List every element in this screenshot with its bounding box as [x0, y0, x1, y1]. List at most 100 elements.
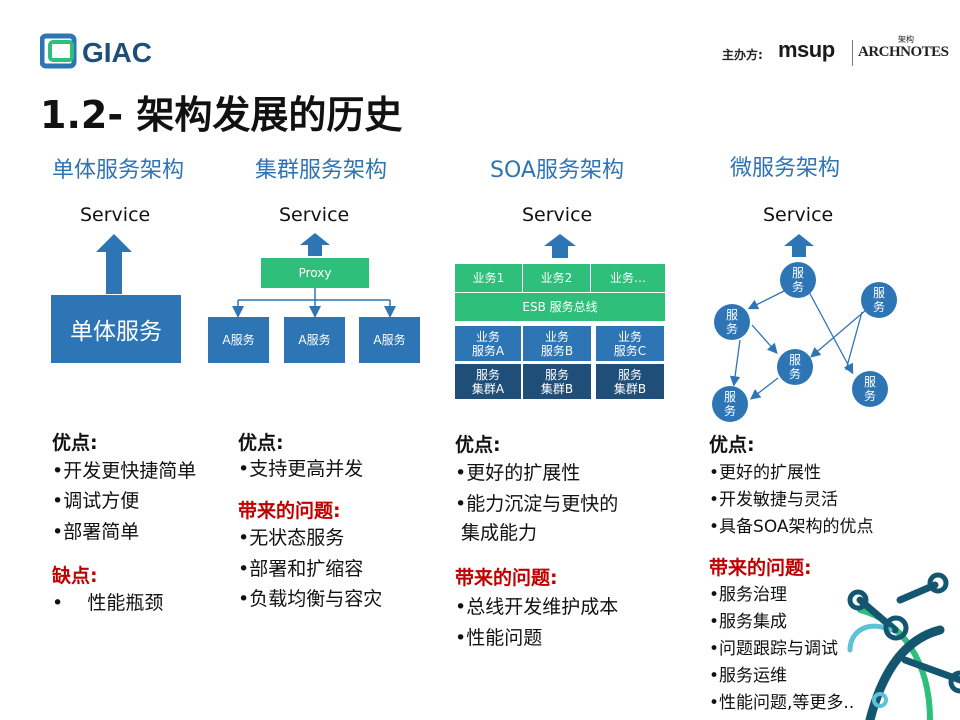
micro-node-right-line1: 服: [872, 286, 885, 300]
micro-node-bottom-right-line2: 务: [863, 389, 876, 403]
micro-pros-heading: 优点:: [709, 434, 755, 456]
soa-service-a: 业务 服务A: [455, 326, 521, 361]
micro-node-left-line2: 务: [725, 322, 738, 336]
soa-cluster-c-line2: 集群B: [613, 381, 647, 396]
micro-node-bottom-left-line1: 服: [723, 390, 736, 404]
micro-node-center: 服 务: [777, 349, 813, 385]
soa-service-c-line2: 服务C: [613, 343, 647, 358]
cluster-up-arrow: [300, 233, 330, 256]
soa-biz-1: 业务1: [455, 264, 522, 292]
soa-pro-3: 集成能力: [455, 522, 538, 544]
micro-mesh-lines: [729, 289, 867, 400]
soa-service-b-line1: 业务: [544, 329, 569, 344]
micro-pro-2: •开发敏捷与灵活: [709, 490, 839, 510]
service-label-cluster: Service: [279, 204, 350, 226]
soa-cluster-b-line2: 集群B: [540, 381, 574, 396]
column-title-micro: 微服务架构: [730, 156, 841, 181]
monolith-con-1: • 性能瓶颈: [52, 592, 164, 614]
soa-cluster-b: 服务 集群B: [523, 364, 591, 399]
micro-node-bottom-left: 服 务: [712, 386, 748, 422]
archnotes-logo: ARCHNOTES: [858, 44, 949, 60]
cluster-node-3: A服务: [359, 317, 420, 363]
service-label-monolith: Service: [80, 204, 151, 226]
soa-pro-2: •能力沉淀与更快的: [455, 493, 619, 515]
micro-node-top-line2: 务: [791, 280, 804, 294]
soa-con-1: •总线开发维护成本: [455, 596, 619, 618]
column-title-soa: SOA服务架构: [490, 158, 624, 183]
column-title-monolith: 单体服务架构: [52, 158, 185, 183]
archnotes-cn: 架构: [898, 35, 914, 44]
micro-node-center-line1: 服: [788, 353, 801, 367]
soa-up-arrow: [544, 234, 576, 258]
soa-service-c: 业务 服务C: [596, 326, 664, 361]
corner-decoration: [847, 572, 960, 720]
soa-service-c-line1: 业务: [617, 329, 642, 344]
giac-logo-icon: [39, 33, 77, 69]
monolith-pro-3: •部署简单: [52, 521, 140, 543]
monolith-pros-heading: 优点:: [52, 432, 98, 454]
micro-pro-3: •具备SOA架构的优点: [709, 517, 874, 537]
soa-service-b-line2: 服务B: [540, 343, 574, 358]
micro-node-bottom-right-line1: 服: [863, 375, 876, 389]
cluster-pros-heading: 优点:: [238, 432, 284, 454]
micro-node-bottom-right: 服 务: [852, 371, 888, 407]
micro-node-right: 服 务: [861, 282, 897, 318]
soa-pros-heading: 优点:: [455, 434, 501, 456]
micro-node-bottom-left-line2: 务: [723, 404, 736, 418]
micro-con-5: •性能问题,等更多..: [709, 693, 855, 713]
soa-service-a-line2: 服务A: [471, 343, 505, 358]
micro-cons-heading: 带来的问题:: [709, 557, 812, 579]
giac-logo-text: GIAC: [82, 37, 152, 68]
soa-cluster-c: 服务 集群B: [596, 364, 664, 399]
soa-cons-heading: 带来的问题:: [455, 567, 558, 589]
soa-service-a-line1: 业务: [475, 329, 500, 344]
proxy-box: Proxy: [261, 258, 369, 288]
service-label-soa: Service: [522, 204, 593, 226]
page-title: 1.2- 架构发展的历史: [40, 93, 403, 137]
sponsor-logos: 主办方: msup 架构 ARCHNOTES: [722, 34, 949, 74]
soa-cluster-a-line1: 服务: [475, 367, 500, 382]
micro-con-1: •服务治理: [709, 585, 788, 605]
sponsor-divider: [852, 40, 853, 66]
cluster-node-2: A服务: [284, 317, 345, 363]
cluster-con-1: •无状态服务: [238, 527, 345, 549]
soa-cluster-a: 服务 集群A: [455, 364, 521, 399]
service-label-micro: Service: [763, 204, 834, 226]
monolith-pro-2: •调试方便: [52, 490, 140, 512]
cluster-con-3: •负载均衡与容灾: [238, 588, 383, 610]
soa-esb-bus: ESB 服务总线: [455, 293, 665, 321]
micro-node-center-line2: 务: [788, 367, 801, 381]
soa-biz-2: 业务2: [523, 264, 590, 292]
micro-node-right-line2: 务: [872, 300, 885, 314]
msup-logo: msup: [778, 37, 835, 62]
monolith-cons-heading: 缺点:: [52, 565, 98, 587]
cluster-node-1: A服务: [208, 317, 269, 363]
cluster-cons-heading: 带来的问题:: [238, 500, 341, 522]
micro-node-top: 服 务: [780, 262, 816, 298]
micro-con-3: •问题跟踪与调试: [709, 639, 839, 659]
micro-con-2: •服务集成: [709, 612, 788, 632]
soa-pro-1: •更好的扩展性: [455, 462, 581, 484]
soa-service-b: 业务 服务B: [523, 326, 591, 361]
monolith-service-box: 单体服务: [51, 295, 181, 363]
cluster-connector-lines: [232, 288, 396, 318]
micro-pro-1: •更好的扩展性: [709, 463, 822, 483]
micro-up-arrow: [784, 234, 814, 257]
micro-con-4: •服务运维: [709, 666, 788, 686]
soa-cluster-a-line2: 集群A: [471, 381, 505, 396]
column-title-cluster: 集群服务架构: [255, 158, 388, 183]
monolith-pro-1: •开发更快捷简单: [52, 460, 197, 482]
giac-logo: GIAC: [39, 30, 170, 72]
cluster-con-2: •部署和扩缩容: [238, 558, 364, 580]
sponsor-label: 主办方:: [722, 48, 763, 62]
soa-cluster-b-line1: 服务: [544, 367, 569, 382]
monolith-up-arrow: [96, 234, 132, 294]
soa-con-2: •性能问题: [455, 627, 543, 649]
micro-node-left-line1: 服: [725, 308, 738, 322]
micro-node-left: 服 务: [714, 304, 750, 340]
soa-biz-more: 业务…: [591, 264, 665, 292]
soa-cluster-c-line1: 服务: [617, 367, 642, 382]
micro-node-top-line1: 服: [791, 266, 804, 280]
cluster-pro-1: •支持更高并发: [238, 458, 364, 480]
